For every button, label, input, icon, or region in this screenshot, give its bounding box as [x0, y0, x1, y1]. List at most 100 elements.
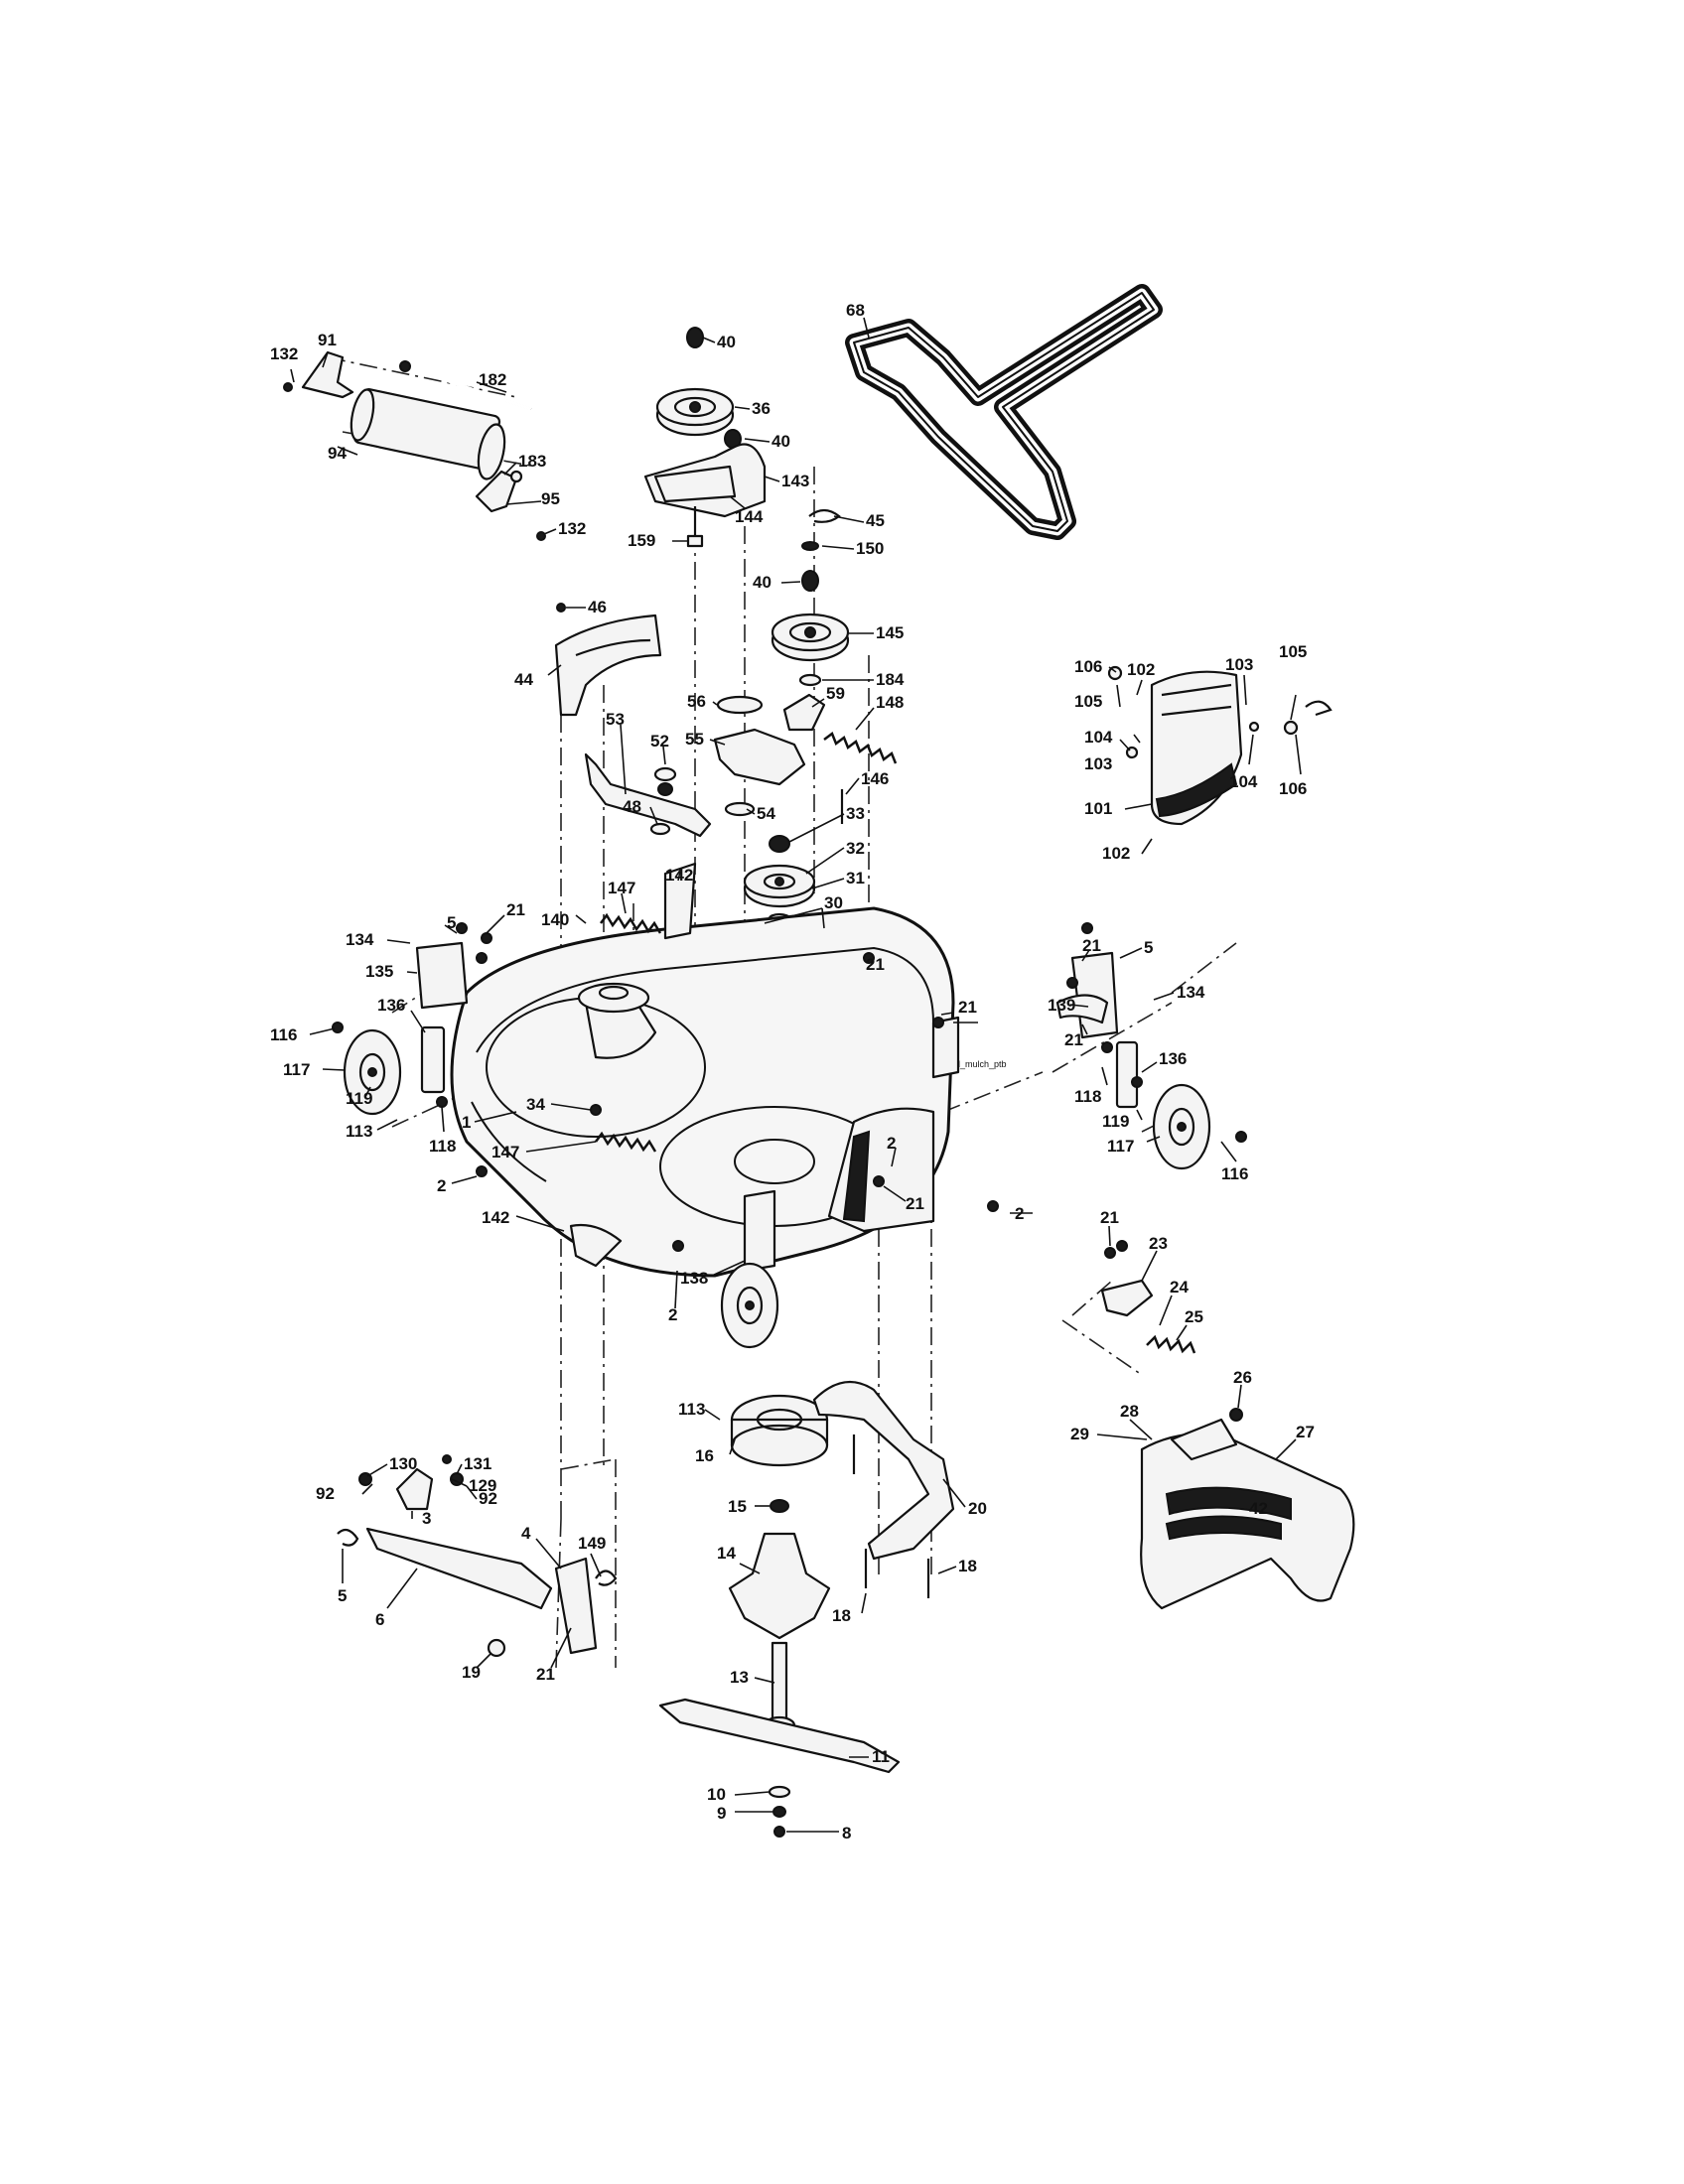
leader-lines — [290, 317, 1302, 1833]
callout-183: 183 — [518, 452, 546, 471]
bracket-142-top — [663, 862, 697, 940]
callout-136: 136 — [377, 996, 405, 1015]
callout-2: 2 — [668, 1305, 677, 1324]
spindle-assembly — [658, 1394, 901, 1838]
callout-117: 117 — [1107, 1137, 1134, 1156]
callout-105: 105 — [1279, 642, 1307, 661]
callout-184: 184 — [876, 670, 905, 689]
callout-144: 144 — [735, 507, 764, 526]
callout-45: 45 — [866, 511, 885, 530]
callout-40: 40 — [753, 573, 772, 592]
callout-5: 5 — [1144, 938, 1153, 957]
callout-5: 5 — [338, 1586, 347, 1605]
mulch-cover-101 — [1107, 665, 1333, 826]
callout-20: 20 — [968, 1499, 987, 1518]
callout-139: 139 — [1048, 996, 1075, 1015]
callout-25: 25 — [1185, 1307, 1203, 1326]
callout-55: 55 — [685, 730, 704, 749]
anti-scalp-roller-assembly — [283, 350, 546, 541]
callout-18: 18 — [832, 1606, 851, 1625]
callout-104: 104 — [1229, 772, 1258, 791]
callout-148: 148 — [876, 693, 904, 712]
callout-134: 134 — [346, 930, 374, 949]
callout-21: 21 — [866, 955, 885, 974]
callout-119: 119 — [346, 1089, 372, 1108]
plug-bracket-23 — [1100, 1247, 1196, 1354]
hardware — [332, 922, 1247, 1252]
callout-147: 147 — [608, 879, 635, 897]
callout-159: 159 — [628, 531, 655, 550]
callout-5: 5 — [447, 913, 456, 932]
callout-40: 40 — [772, 432, 790, 451]
callout-29: 29 — [1070, 1425, 1089, 1443]
callout-15: 15 — [728, 1497, 747, 1516]
callout-103: 103 — [1084, 754, 1112, 773]
callout-145: 145 — [876, 623, 904, 642]
callout-113: 113 — [346, 1122, 372, 1141]
callout-30: 30 — [824, 893, 843, 912]
callout-91: 91 — [318, 331, 337, 349]
callout-16: 16 — [695, 1446, 714, 1465]
callout-19: 19 — [462, 1663, 481, 1682]
callout-26: 26 — [1233, 1368, 1252, 1387]
callout-36: 36 — [752, 399, 771, 418]
callout-2: 2 — [1015, 1204, 1024, 1223]
callout-31: 31 — [846, 869, 865, 887]
callout-44: 44 — [514, 670, 533, 689]
callout-34: 34 — [526, 1095, 545, 1114]
callout-119: 119 — [1102, 1112, 1129, 1131]
gauge-wheel-front — [720, 1262, 779, 1349]
callout-101: 101 — [1084, 799, 1112, 818]
callout-13: 13 — [730, 1668, 749, 1687]
idler-pulley-145-assembly — [771, 508, 850, 732]
callout-21: 21 — [1082, 936, 1101, 955]
callout-21: 21 — [906, 1194, 924, 1213]
bracket-135 — [415, 941, 469, 1010]
gauge-wheel-left — [343, 1028, 402, 1116]
callout-4: 4 — [521, 1524, 531, 1543]
callout-147: 147 — [491, 1143, 519, 1161]
callout-labels: 132 91 182 94 183 95 132 40 36 40 143 14… — [270, 301, 1315, 1843]
callout-136: 136 — [1159, 1049, 1187, 1068]
callout-59: 59 — [826, 684, 845, 703]
callout-92: 92 — [479, 1489, 497, 1508]
roller-bracket-91 — [301, 350, 354, 399]
callout-24: 24 — [1170, 1278, 1189, 1297]
callout-28: 28 — [1120, 1402, 1139, 1421]
callout-11: 11 — [872, 1747, 890, 1766]
callout-9: 9 — [717, 1804, 726, 1823]
callout-27: 27 — [1296, 1423, 1315, 1441]
link-6 — [365, 1527, 553, 1610]
callout-118: 118 — [1074, 1087, 1101, 1106]
shaft-13 — [771, 1641, 788, 1724]
callout-1: 1 — [462, 1113, 471, 1132]
baffle-20 — [812, 1380, 955, 1561]
callout-182: 182 — [479, 370, 506, 389]
bolt-19 — [487, 1638, 506, 1658]
callout-113: 113 — [678, 1400, 705, 1419]
drive-belt — [845, 284, 1163, 540]
callout-2: 2 — [887, 1134, 896, 1153]
callout-21: 21 — [536, 1665, 555, 1684]
callout-130: 130 — [389, 1454, 417, 1473]
bracket-138 — [743, 1189, 776, 1273]
callout-132: 132 — [558, 519, 586, 538]
idler-pulley-assembly — [643, 327, 767, 548]
bracket-3 — [395, 1467, 434, 1511]
callout-46: 46 — [588, 598, 607, 616]
callout-118: 118 — [429, 1137, 456, 1156]
callout-138: 138 — [680, 1269, 708, 1288]
callout-6: 6 — [375, 1610, 384, 1629]
spring-147-bottom — [595, 1131, 657, 1153]
deck-stamp: ld_mulch_ptb — [953, 1059, 1007, 1069]
callout-21: 21 — [958, 998, 977, 1017]
callout-21: 21 — [506, 900, 525, 919]
callout-48: 48 — [623, 797, 641, 816]
spindle-14 — [728, 1532, 831, 1640]
callout-146: 146 — [861, 769, 889, 788]
callout-23: 23 — [1149, 1234, 1168, 1253]
blade-11 — [658, 1698, 901, 1774]
bracket-59 — [782, 693, 826, 732]
bracket-4 — [554, 1557, 598, 1655]
callout-105: 105 — [1074, 692, 1102, 711]
